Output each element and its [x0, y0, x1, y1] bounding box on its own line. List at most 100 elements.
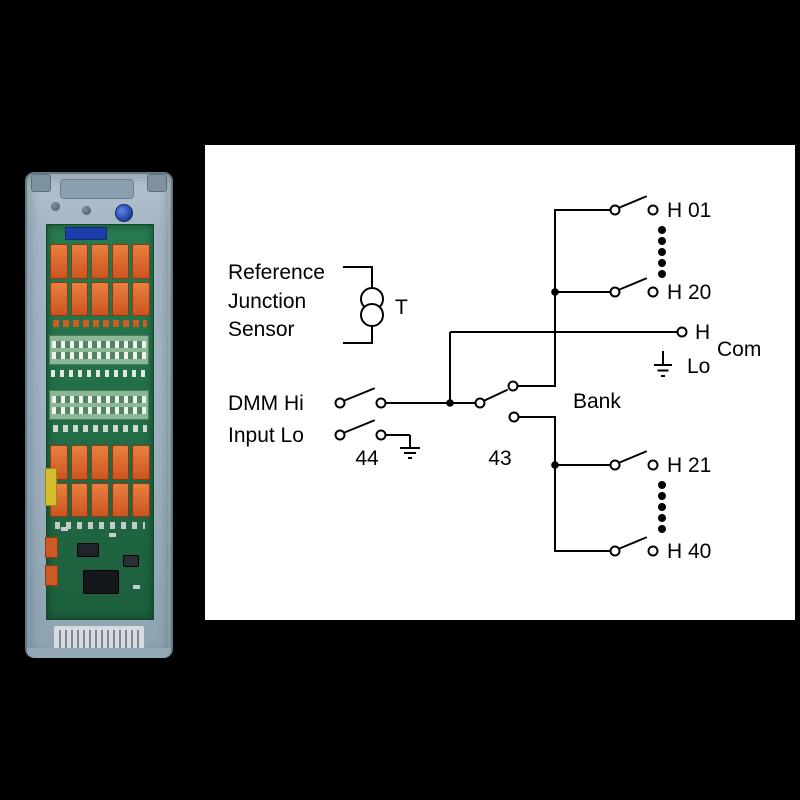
component-row: [53, 425, 147, 432]
terminal-circle: [676, 326, 688, 338]
switch-pole: [609, 286, 621, 298]
capacitor-row: [55, 522, 145, 529]
ellipsis-dot: [658, 259, 666, 267]
relay: [91, 244, 109, 279]
module-top-tab-right: [147, 174, 167, 192]
switch-throw-bank1: [507, 380, 519, 392]
relay-43-label: 43: [488, 447, 511, 470]
ref-sensor-label-1: Reference: [228, 261, 325, 284]
connector-pins: [59, 630, 139, 650]
relay: [70, 244, 89, 279]
switch-pole: [375, 429, 387, 441]
relay: [132, 482, 150, 517]
orange-component: [45, 565, 58, 586]
bank2-bus: [518, 416, 610, 552]
terminal-strip-2: [49, 390, 149, 420]
relay: [91, 482, 109, 517]
module-foot: [27, 648, 171, 658]
relay: [91, 445, 109, 480]
switch-pole: [609, 545, 621, 557]
dmm-hi-label: DMM Hi: [228, 392, 304, 415]
switch-pole: [647, 545, 659, 557]
h-com-h-label: H: [695, 321, 710, 344]
channel-h01-label: H 01: [667, 199, 711, 222]
bank-switch-43: Bank 43: [474, 380, 621, 470]
relay: [50, 244, 68, 279]
relay: [70, 281, 89, 316]
relay: [111, 482, 130, 517]
reference-junction-sensor: Reference Junction Sensor T: [228, 261, 408, 344]
switch-pole: [334, 429, 346, 441]
thumbscrew-icon: [115, 204, 133, 222]
relay: [132, 281, 150, 316]
relay: [132, 445, 150, 480]
relay-bank-bottom: [50, 445, 150, 517]
bank-label: Bank: [573, 390, 621, 413]
component-row: [53, 320, 147, 327]
ellipsis-dot: [658, 503, 666, 511]
smd-part: [133, 585, 140, 589]
common-terminals: H Com Lo: [446, 321, 761, 407]
ellipsis-dot: [658, 237, 666, 245]
sensor-bracket-top: [343, 266, 373, 289]
input-lo-label: Input Lo: [228, 424, 304, 447]
channel-h21-label: H 21: [667, 454, 711, 477]
sensor-icon: [360, 303, 384, 327]
switch-pole: [609, 204, 621, 216]
terminal-pins: [52, 407, 146, 414]
dmm-input: DMM Hi Input Lo 44: [228, 387, 480, 470]
switch-blade: [343, 419, 375, 434]
screw-icon: [51, 202, 60, 211]
module-pcb: [45, 224, 154, 620]
relay-bank-top: [50, 244, 150, 316]
ref-sensor-label-2: Junction: [228, 290, 306, 313]
ellipsis-dot: [658, 248, 666, 256]
bank1-bus: [517, 209, 610, 387]
switch-blade: [483, 389, 508, 402]
terminal-pins: [52, 396, 146, 403]
ellipsis-dot: [658, 481, 666, 489]
lo-label: Lo: [687, 355, 710, 378]
ellipsis-dot: [658, 514, 666, 522]
relay: [132, 244, 150, 279]
module-photo: [25, 172, 173, 658]
diagram-canvas: Reference Junction Sensor T DMM Hi Input…: [205, 145, 795, 620]
smd-part: [109, 533, 116, 537]
terminal-pins: [52, 341, 146, 348]
ref-sensor-label-3: Sensor: [228, 318, 295, 341]
wiring-diagram: Reference Junction Sensor T DMM Hi Input…: [228, 195, 761, 563]
ellipsis-dot: [658, 226, 666, 234]
switch-pole: [647, 459, 659, 471]
ground-icon: [654, 351, 672, 377]
orange-component: [45, 537, 58, 558]
relay: [70, 445, 89, 480]
relay: [91, 281, 109, 316]
switch-pole: [647, 204, 659, 216]
terminal-strip-1: [49, 335, 149, 365]
switch-throw-bank2: [508, 411, 520, 423]
sensor-bracket-bottom: [343, 325, 373, 344]
switch-blade: [618, 277, 647, 291]
sensor-t-label: T: [395, 296, 408, 319]
switch-blade: [618, 450, 647, 464]
bank2-channels: H 21 H 40: [518, 416, 711, 563]
ellipsis-dot: [658, 270, 666, 278]
switch-pole: [375, 397, 387, 409]
switch-pole: [474, 397, 486, 409]
ic-chip: [77, 543, 99, 557]
relay-44-label: 44: [355, 447, 379, 470]
relay: [111, 244, 130, 279]
switch-blade: [343, 387, 375, 402]
screw-icon: [82, 206, 91, 215]
terminal-pins: [52, 352, 146, 359]
module-handle-recess: [60, 179, 134, 199]
ground-icon: [400, 435, 420, 459]
component-row: [51, 370, 147, 377]
yellow-component: [45, 468, 57, 506]
switch-pole: [609, 459, 621, 471]
channel-h20-label: H 20: [667, 281, 711, 304]
module-top-tab-left: [31, 174, 51, 192]
smd-part: [61, 527, 68, 531]
junction-dot: [446, 399, 454, 407]
ellipsis-dot: [658, 492, 666, 500]
